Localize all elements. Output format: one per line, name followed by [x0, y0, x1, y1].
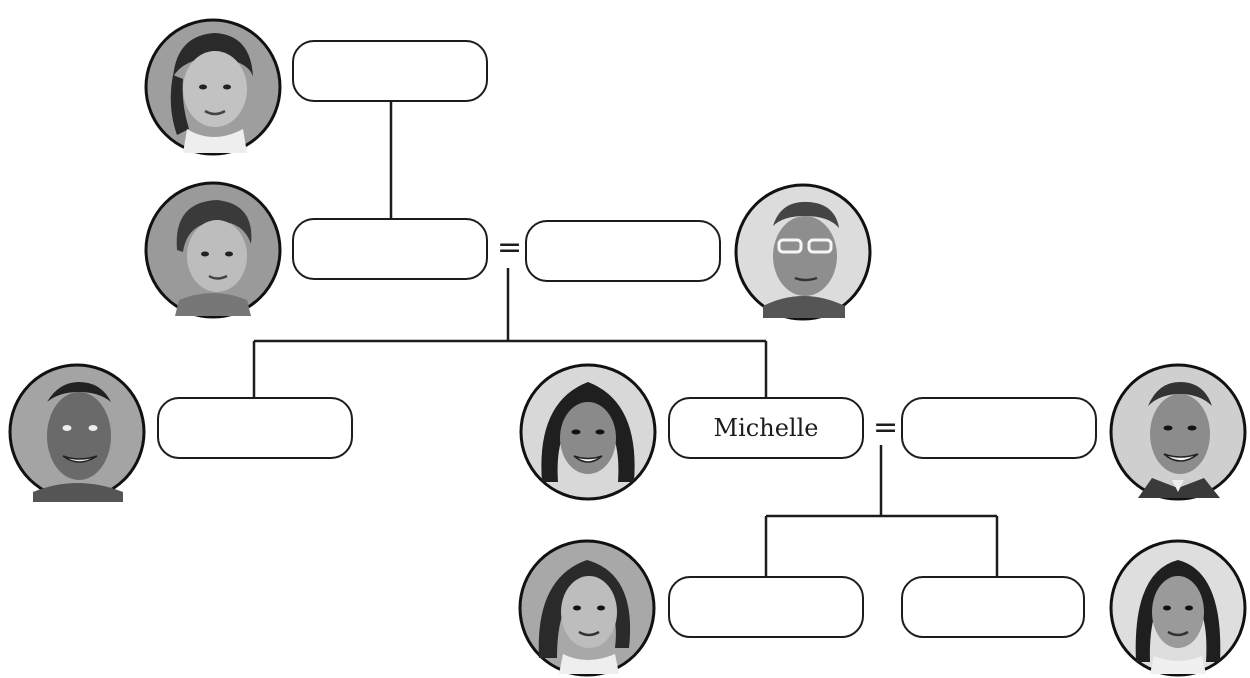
portrait-daughter-2 [1109, 539, 1247, 677]
portrait-grandmother [144, 18, 282, 156]
marriage-symbol-michelle: = [873, 410, 899, 445]
portrait-father [734, 183, 872, 321]
name-box-daughter-1[interactable] [668, 576, 864, 638]
name-box-daughter-2[interactable] [901, 576, 1085, 638]
portrait-mother [144, 181, 282, 319]
portrait-husband [1109, 363, 1247, 501]
portrait-brother [8, 363, 146, 502]
name-box-mother[interactable] [292, 218, 488, 280]
name-box-michelle[interactable]: Michelle [668, 397, 864, 459]
portrait-daughter-1 [518, 539, 656, 677]
name-box-grandmother[interactable] [292, 40, 488, 102]
name-box-father[interactable] [525, 220, 721, 282]
name-box-brother[interactable] [157, 397, 353, 459]
portrait-michelle [519, 363, 657, 501]
name-box-husband[interactable] [901, 397, 1097, 459]
marriage-symbol-parents: = [497, 230, 523, 265]
